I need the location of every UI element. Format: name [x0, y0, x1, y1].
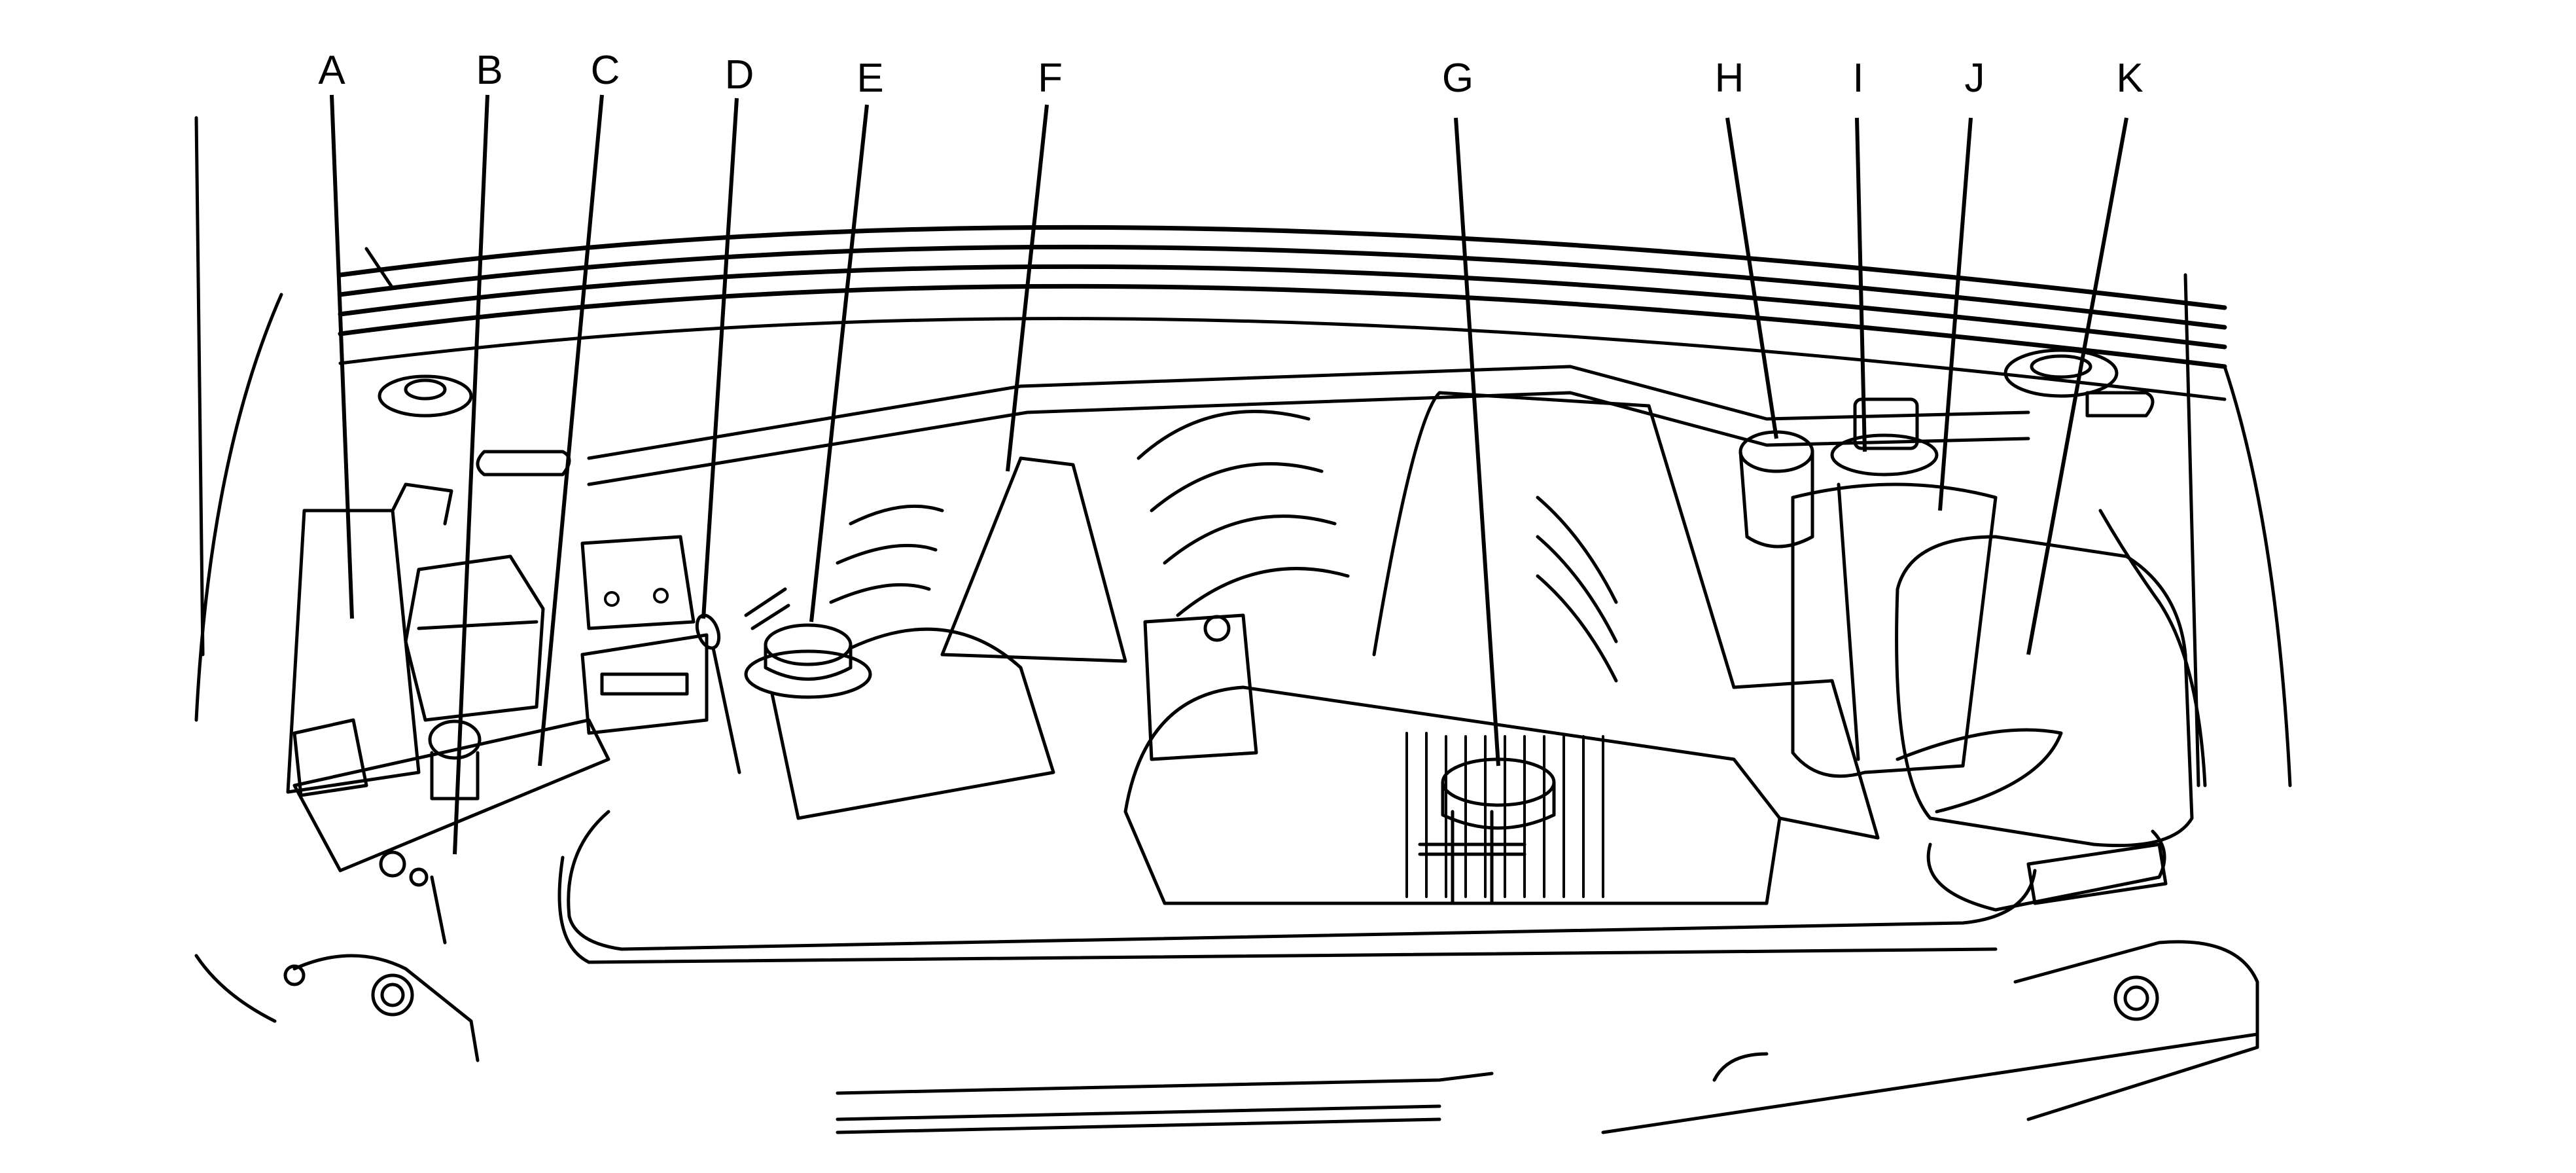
callout-layer: A B C D E F G H I J K — [318, 48, 2144, 855]
callout-j: J — [1938, 56, 1985, 511]
leader-line — [1006, 104, 1049, 472]
fender-right — [2013, 273, 2292, 1121]
callout-label: E — [856, 56, 883, 101]
throttle-body — [1143, 613, 1258, 761]
callout-label: F — [1038, 56, 1063, 101]
cowl-panel — [338, 225, 2227, 401]
radiator-support-cover — [557, 810, 2168, 964]
leader-line — [701, 98, 739, 619]
component-j-surge-tank — [1791, 397, 1998, 778]
callout-label: H — [1715, 56, 1744, 101]
callout-g: G — [1442, 56, 1500, 767]
callout-e: E — [809, 56, 884, 623]
strut-tower-right — [2003, 348, 2155, 418]
component-c-battery-area — [580, 535, 709, 735]
callout-a: A — [318, 48, 354, 619]
callout-label: A — [318, 48, 345, 93]
callout-label: J — [1965, 56, 1985, 101]
component-b-reservoir — [404, 554, 545, 801]
leader-line — [2026, 117, 2128, 655]
battery-terminal — [292, 718, 610, 945]
air-intake-duct — [1123, 679, 1880, 905]
callout-label: D — [725, 52, 754, 98]
callout-k: K — [2026, 56, 2144, 655]
callout-label: G — [1442, 56, 1473, 101]
component-f-engine-cover — [829, 410, 1350, 663]
component-d-dipstick — [695, 587, 790, 774]
component-g-oil-cap — [1372, 391, 1736, 905]
leader-line — [538, 94, 604, 767]
callout-f: F — [1006, 56, 1063, 472]
leader-line — [1855, 117, 1867, 452]
leader-line — [453, 94, 489, 855]
leader-line — [330, 94, 354, 619]
callout-h: H — [1715, 56, 1778, 439]
callout-c: C — [538, 48, 620, 767]
component-e-cap — [744, 623, 1055, 820]
component-k-air-cleaner — [1895, 509, 2207, 848]
strut-tower-left — [378, 374, 571, 477]
leader-line — [1454, 117, 1500, 767]
callout-i: I — [1852, 56, 1867, 452]
callout-label: B — [476, 48, 503, 93]
callout-label: C — [591, 48, 620, 93]
callout-b: B — [453, 48, 503, 855]
leader-line — [1725, 117, 1778, 439]
front-fascia — [836, 1032, 2259, 1134]
callout-d: D — [701, 52, 754, 619]
callout-label: I — [1852, 56, 1863, 101]
leader-line — [1938, 117, 1973, 511]
component-a-fuse-block — [286, 482, 453, 797]
component-h-ps-reservoir — [1738, 430, 1814, 549]
leader-line — [809, 104, 869, 623]
callout-label: K — [2116, 56, 2143, 101]
fender-left — [194, 116, 480, 1062]
